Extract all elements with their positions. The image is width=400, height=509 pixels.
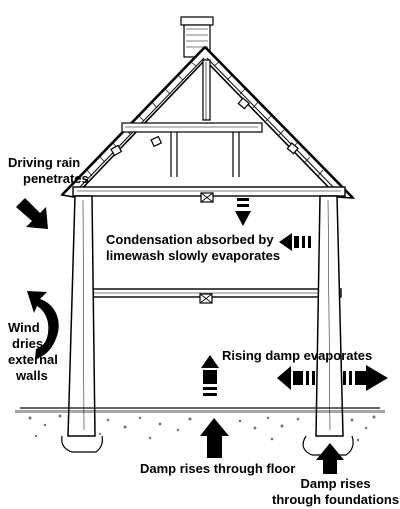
- driving-rain-line-1: Driving rain: [8, 155, 81, 170]
- ground: [15, 407, 385, 442]
- limewash-dashed-arrow: [279, 233, 311, 251]
- rising-damp-dashed-arrow: [201, 355, 219, 396]
- floor-damp-arrow: [200, 418, 229, 458]
- damp-foundations-line-1: Damp rises: [300, 476, 371, 491]
- condensation-line-1: Condensation absorbed by: [106, 232, 274, 247]
- wind-label: Wind dries external walls: [8, 320, 58, 384]
- driving-rain-line-2: penetrates: [23, 171, 89, 186]
- condensation-label: Condensation absorbed by limewash slowly…: [106, 232, 280, 264]
- floor-beam: [78, 288, 342, 304]
- condensation-line-2: limewash slowly evaporates: [106, 248, 281, 263]
- rising-damp-label: Rising damp evaporates: [222, 348, 373, 363]
- damp-foundations-line-2: through foundations: [272, 492, 400, 507]
- wind-line-2: dries: [12, 336, 44, 351]
- condensation-dashed-arrow: [235, 198, 251, 226]
- damp-foundations-label: Damp rises through foundations: [272, 476, 399, 508]
- wind-line-4: walls: [16, 368, 48, 383]
- timber-posts: [67, 195, 344, 437]
- damp-floor-label: Damp rises through floor: [140, 461, 296, 476]
- wall-evaporation-arrows: [277, 365, 388, 391]
- wind-line-3: external: [8, 352, 58, 367]
- tie-beam: [72, 186, 346, 203]
- roof-truss: [110, 59, 299, 177]
- foundation-damp-arrow: [316, 443, 344, 474]
- wind-line-1: Wind: [8, 320, 40, 335]
- wind-curved-arrow: [27, 291, 59, 359]
- driving-rain-label: Driving rain penetrates: [8, 155, 89, 187]
- driving-rain-arrow: [16, 198, 48, 229]
